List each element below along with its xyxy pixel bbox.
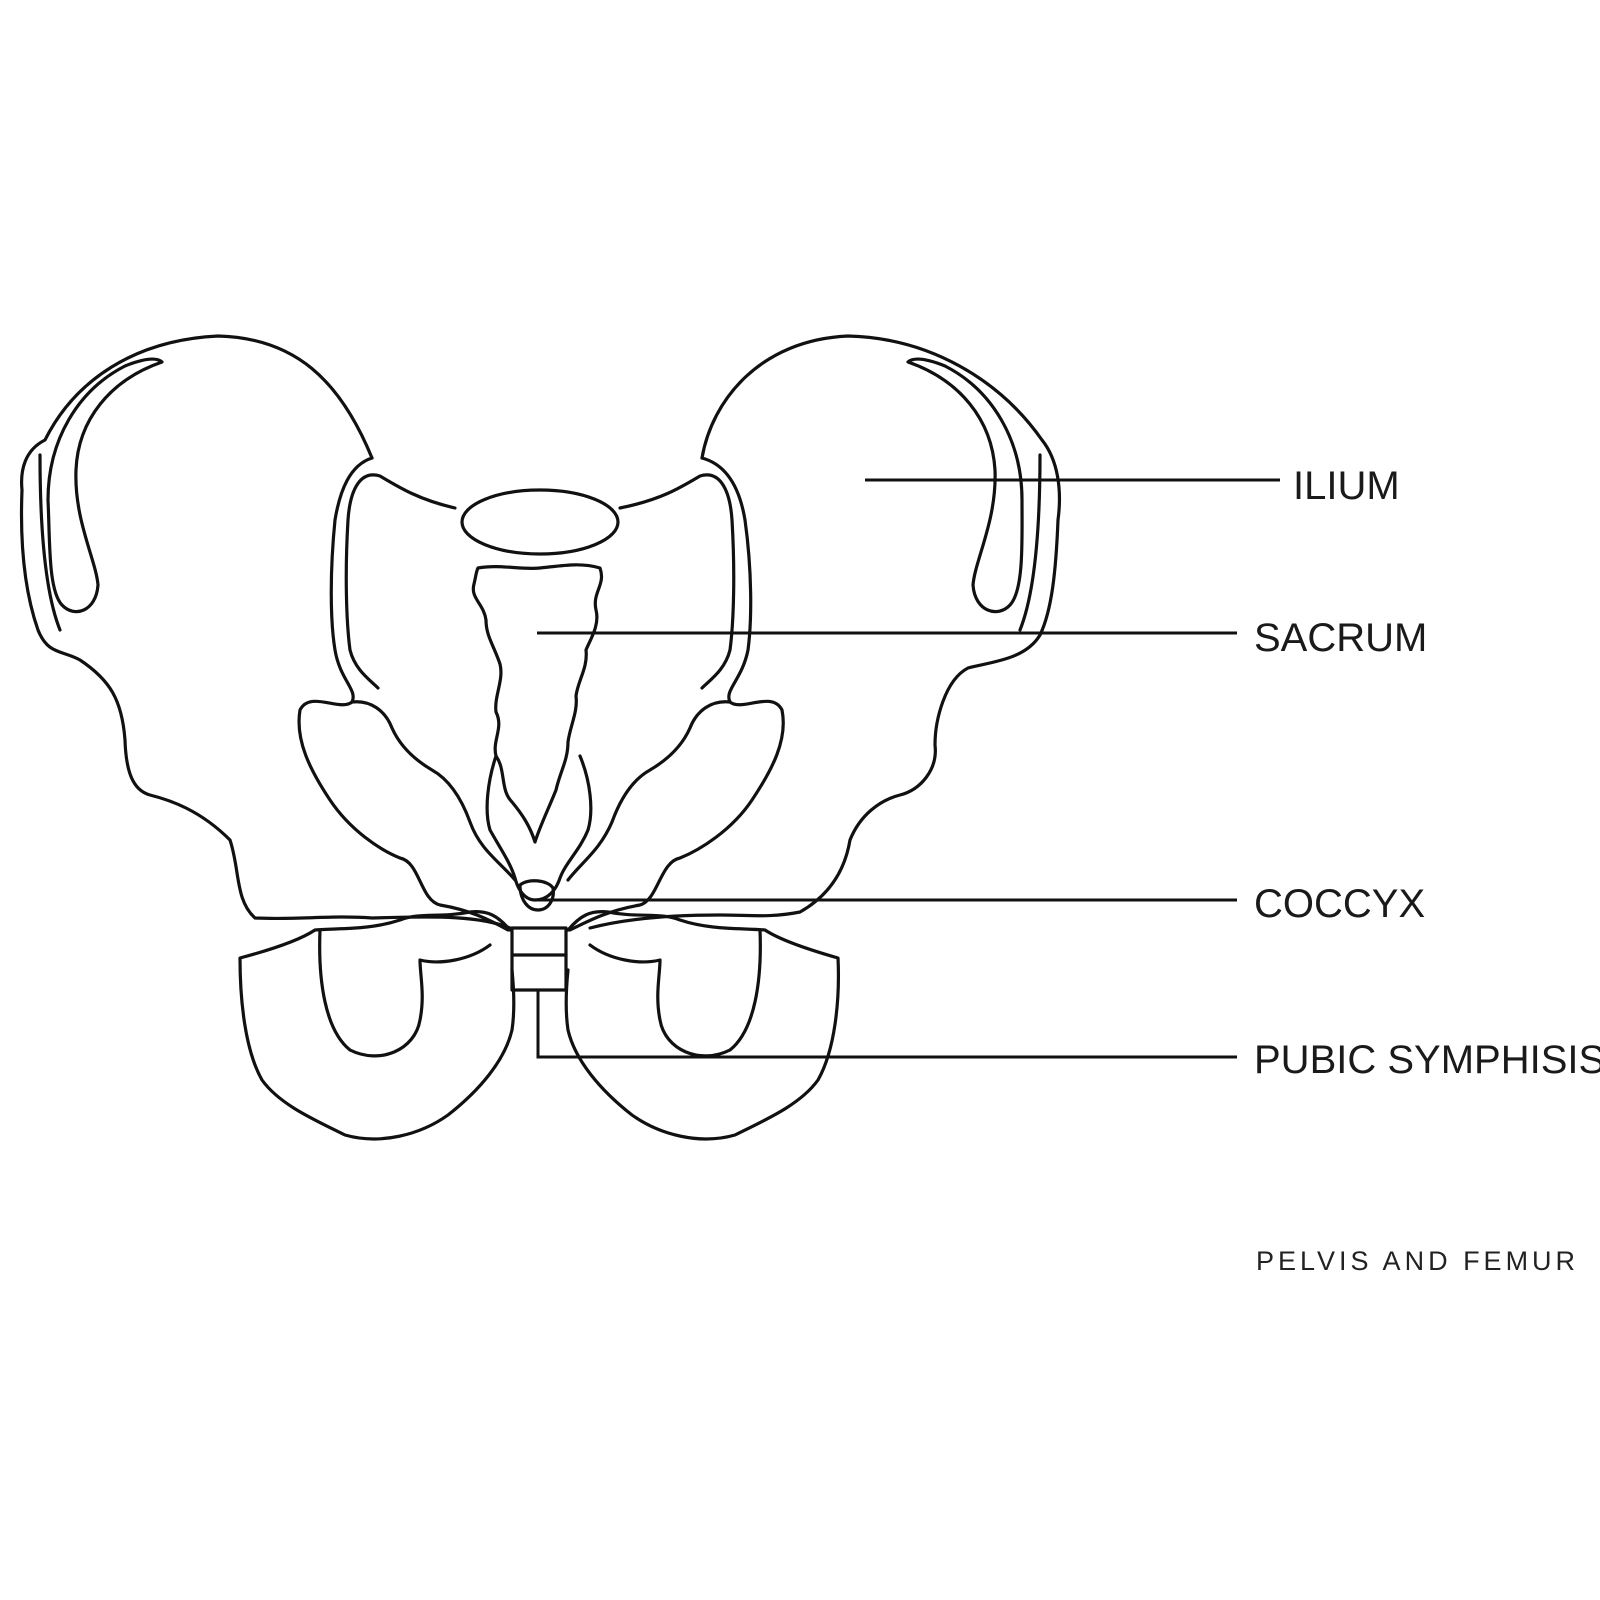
right-ilium-outline (588, 334, 1062, 930)
left-pubis-outline (238, 910, 516, 1141)
right-sacroiliac-inner-rim (618, 473, 736, 690)
pubic-symphysis-label: PUBIC SYMPHISIS (1254, 1038, 1600, 1082)
ilium-label: ILIUM (1293, 464, 1400, 508)
diagram-caption: PELVIS AND FEMUR (1256, 1246, 1580, 1276)
left-iliac-crest-groove (46, 357, 164, 614)
left-sacroiliac-border (297, 456, 510, 932)
right-pubis-outline (564, 910, 840, 1141)
coccyx-label: COCCYX (1254, 882, 1426, 926)
sacral-promontory (460, 488, 620, 556)
left-iliac-crest-inner (38, 453, 62, 632)
coccyx (518, 879, 555, 912)
right-iliac-crest-inner (1018, 453, 1042, 632)
right-sacral-ala (566, 700, 732, 882)
left-obturator-foramen (318, 928, 492, 1058)
left-ilium-outline (19, 334, 512, 930)
right-sacroiliac-border (568, 456, 785, 932)
sacrum-outline (471, 563, 603, 844)
right-iliac-crest-groove (906, 357, 1024, 614)
right-obturator-foramen (588, 928, 762, 1058)
pubic-symphysis (510, 926, 568, 992)
left-sacroiliac-inner-rim (344, 473, 457, 690)
lower-sacrum (485, 754, 593, 902)
left-sacral-ala (350, 700, 517, 882)
sacrum-label: SACRUM (1254, 616, 1428, 660)
pubic-symphysis-leader-line (536, 990, 1237, 1059)
